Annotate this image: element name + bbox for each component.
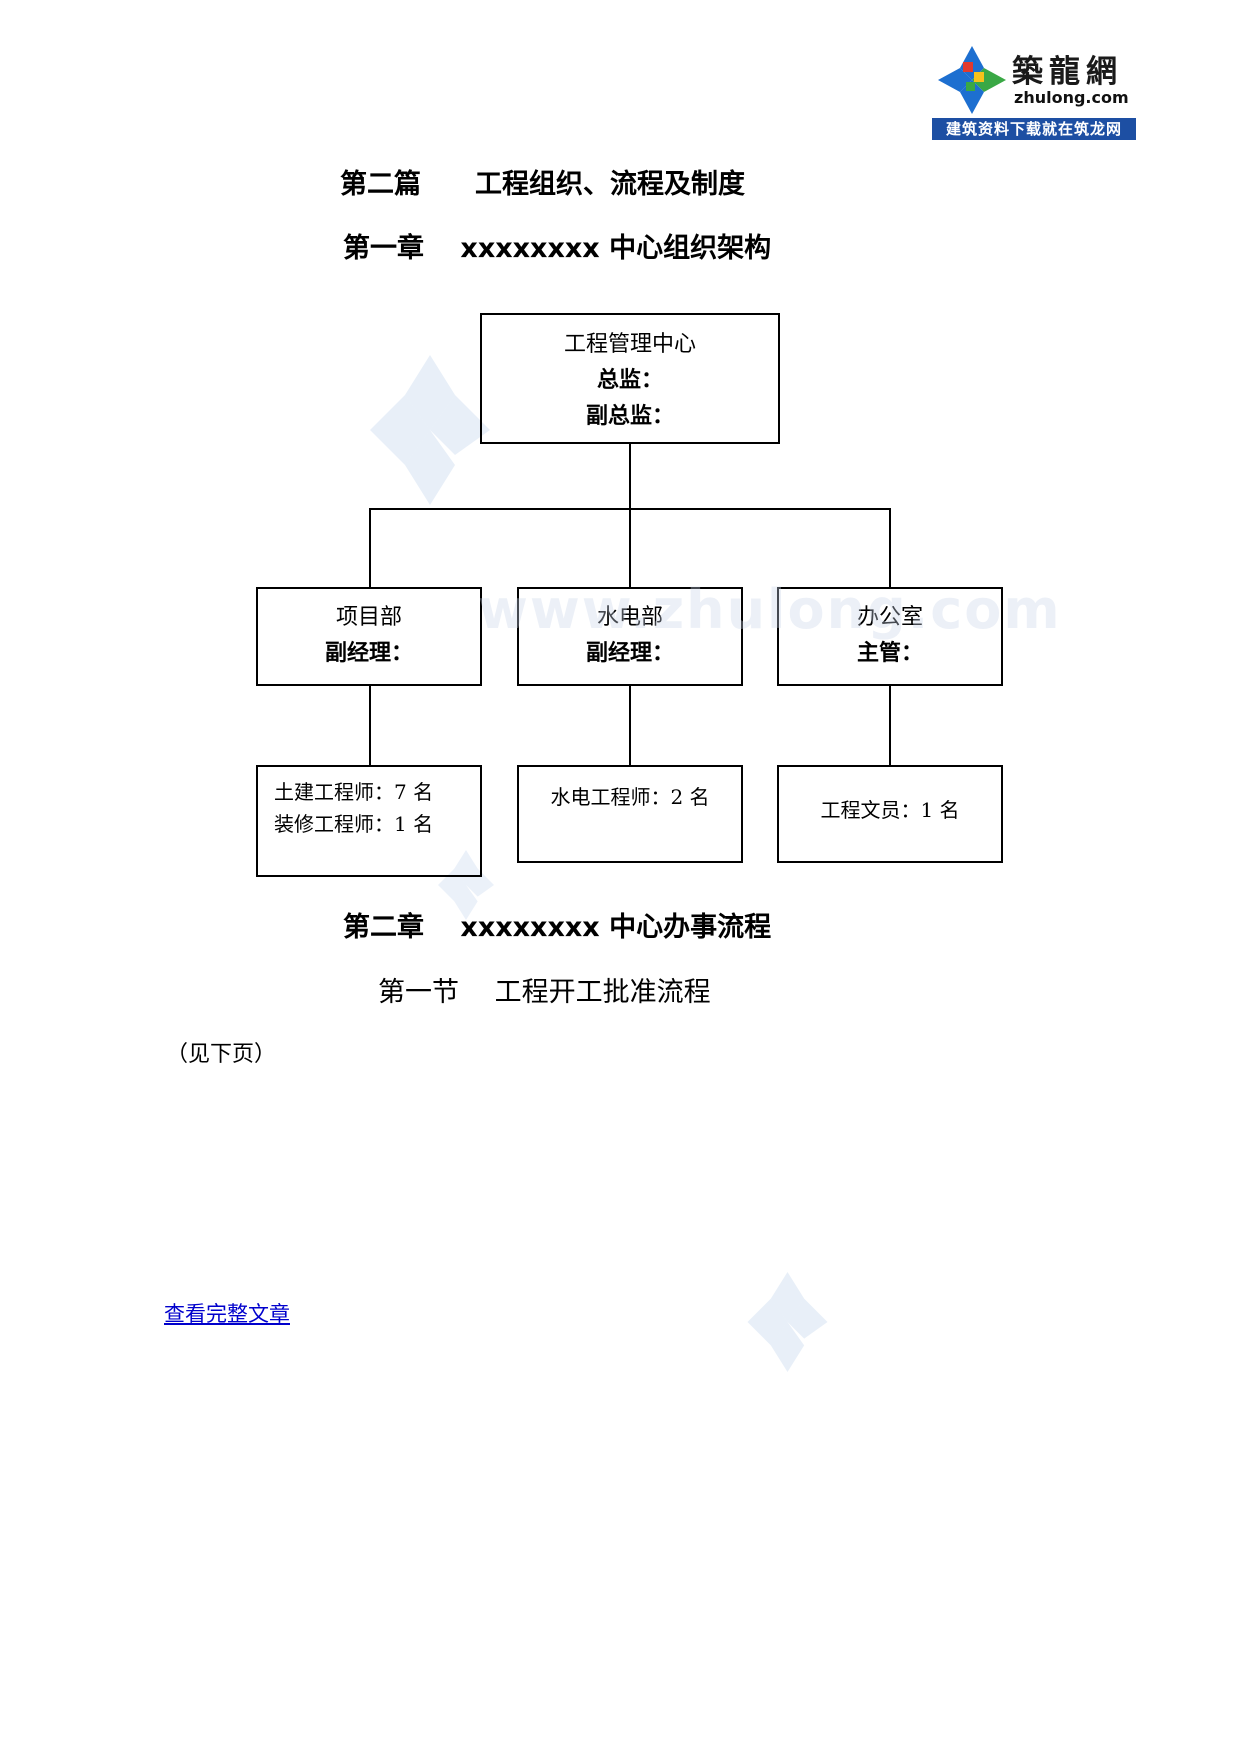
part-heading: 第二篇 工程组织、流程及制度	[340, 169, 745, 200]
connector-dept-2-staff	[629, 685, 631, 766]
org-dept-title: 办公室	[856, 605, 923, 630]
site-watermark: www.zhulong.com	[478, 578, 1062, 641]
connector-to-dept-1	[369, 508, 371, 588]
org-staff-item: 土建工程师：7 名	[274, 780, 434, 804]
watermark-flower-icon	[370, 355, 490, 505]
org-root-role-director: 总监：	[596, 368, 663, 393]
view-full-article-link[interactable]: 查看完整文章	[164, 1302, 290, 1326]
org-dept-box-project: 项目部 副经理：	[256, 587, 482, 686]
org-dept-role: 副经理：	[324, 641, 413, 666]
connector-dept-3-staff	[889, 685, 891, 766]
org-root-role-deputy: 副总监：	[585, 404, 674, 429]
org-dept-role: 副经理：	[585, 641, 674, 666]
org-dept-title: 水电部	[596, 605, 663, 630]
org-dept-box-mep: 水电部 副经理：	[517, 587, 743, 686]
org-staff-item: 装修工程师：1 名	[274, 812, 434, 836]
org-root-title: 工程管理中心	[563, 332, 696, 357]
logo-slogan: 建筑资料下载就在筑龙网	[932, 118, 1136, 140]
org-dept-role: 主管：	[856, 641, 923, 666]
chapter-2-heading: 第二章 xxxxxxxx 中心办事流程	[343, 912, 772, 943]
org-dept-title: 项目部	[335, 605, 402, 630]
logo-mark-icon	[938, 46, 1006, 114]
org-staff-box-project: 土建工程师：7 名 装修工程师：1 名	[256, 765, 482, 877]
section-1-heading: 第一节 工程开工批准流程	[378, 977, 711, 1008]
org-root-box: 工程管理中心 总监： 副总监：	[480, 313, 780, 444]
connector-to-dept-3	[889, 508, 891, 588]
org-staff-item: 水电工程师：2 名	[550, 785, 710, 809]
org-staff-box-office: 工程文员：1 名	[777, 765, 1003, 863]
org-staff-box-mep: 水电工程师：2 名	[517, 765, 743, 863]
logo-chinese-name: 築龍網	[1012, 54, 1123, 90]
chapter-1-heading: 第一章 xxxxxxxx 中心组织架构	[343, 233, 772, 264]
connector-root-down	[629, 443, 631, 509]
connector-to-dept-2	[629, 508, 631, 588]
see-next-page-note: （见下页）	[166, 1042, 277, 1067]
logo-domain: zhulong.com	[1014, 88, 1129, 107]
zhulong-logo: 築龍網 zhulong.com 建筑资料下载就在筑龙网	[932, 42, 1136, 140]
org-dept-box-office: 办公室 主管：	[777, 587, 1003, 686]
watermark-flower-icon	[747, 1272, 828, 1372]
org-staff-item: 工程文员：1 名	[820, 798, 960, 822]
connector-dept-1-staff	[369, 685, 371, 766]
